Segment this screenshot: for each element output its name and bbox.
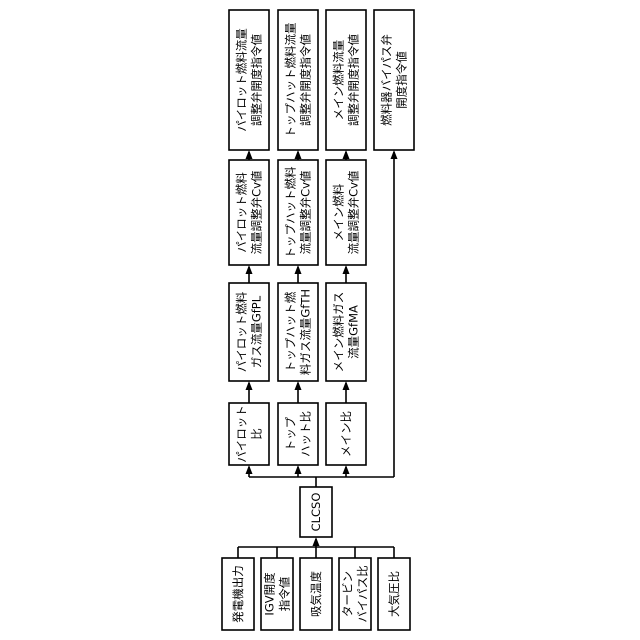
pilot-cv-label-1: パイロット燃料 [235, 172, 249, 253]
clcso-block: CLCSO [300, 487, 332, 537]
arrow-flow-2 [295, 381, 302, 390]
arrow-cmd-1 [246, 150, 253, 159]
pilot-cv-block: パイロット燃料流量調整弁Cv値 [229, 160, 269, 265]
arrow-cv-2 [295, 265, 302, 274]
arrow-flow-1 [246, 381, 253, 390]
pilot-ratio-label-1: パイロット [235, 405, 249, 463]
main-flow-label-2: 流量GfMA [347, 305, 361, 359]
igv-label-2: 指令値 [278, 576, 292, 611]
tophat-ratio-label-2: ハット比 [299, 411, 313, 457]
tophat-cv-block: トップハット燃料流量調整弁Cv値 [278, 160, 318, 265]
generator-label-1: 発電機出力 [231, 565, 245, 623]
pilot-cmd-block: パイロット燃料流量調整弁開度指令値 [229, 10, 269, 150]
main-ratio-block: メイン比 [326, 403, 366, 465]
tophat-cv-label-1: トップハット燃料 [284, 166, 298, 258]
turbine-bypass-block: タービンバイパス比 [339, 558, 371, 630]
tophat-cmd-label-1: トップハット燃料流量 [284, 23, 298, 138]
pilot-cmd-label-1: パイロット燃料流量 [235, 28, 249, 132]
arrow-flow-3 [343, 381, 350, 390]
arrow-ratio-3 [343, 465, 350, 474]
pilot-cmd-label-2: 調整弁開度指令値 [250, 34, 264, 126]
pilot-flow-label-2: ガス流量GfPL [250, 295, 264, 368]
tophat-cv-label-2: 流量調整弁Cv値 [299, 170, 313, 254]
generator-block: 発電機出力 [222, 558, 254, 630]
pilot-flow-block: パイロット燃料ガス流量GfPL [229, 283, 269, 381]
bypass-cmd-label-1: 燃料器バイパス弁 [380, 34, 394, 126]
main-cmd-label-2: 調整弁開度指令値 [347, 34, 361, 126]
tophat-flow-label-1: トップハット燃 [284, 291, 298, 372]
bypass-cmd-block: 燃料器バイパス弁開度指令値 [374, 10, 414, 150]
arrow-clcso [313, 537, 320, 546]
arrow-cmd-3 [343, 150, 350, 159]
main-cv-label-1: メイン燃料 [332, 183, 346, 241]
arrow-cv-1 [246, 265, 253, 274]
tophat-cmd-block: トップハット燃料流量調整弁開度指令値 [278, 10, 318, 150]
pilot-flow-label-1: パイロット燃料 [235, 291, 249, 372]
tophat-ratio-label-1: トップ [284, 416, 298, 451]
main-cv-label-2: 流量調整弁Cv値 [347, 170, 361, 254]
main-cmd-label-1: メイン燃料流量 [332, 40, 346, 121]
clcso-label-1: CLCSO [309, 493, 323, 532]
arrow-cv-3 [343, 265, 350, 274]
pilot-ratio-label-2: 比 [250, 428, 264, 440]
turbine-bypass-label-2: バイパス比 [356, 565, 370, 622]
diagram-blocks: 発電機出力 IGV開度指令値 吸気温度 タービンバイパス比 大気圧比 CLCSO パイロット… [222, 10, 414, 630]
main-cmd-block: メイン燃料流量調整弁開度指令値 [326, 10, 366, 150]
tophat-flow-block: トップハット燃料ガス流量GfTH [278, 283, 318, 381]
igv-block: IGV開度指令値 [261, 558, 293, 630]
intake-label-1: 吸気温度 [309, 571, 323, 617]
atmos-label-1: 大気圧比 [387, 571, 401, 617]
tophat-cmd-label-2: 調整弁開度指令値 [299, 34, 313, 126]
arrow-ratio-1 [246, 465, 253, 474]
arrow-ratio-2 [295, 465, 302, 474]
main-cv-block: メイン燃料流量調整弁Cv値 [326, 160, 366, 265]
atmos-block: 大気圧比 [378, 558, 410, 630]
pilot-ratio-block: パイロット比 [229, 403, 269, 465]
turbine-bypass-label-1: タービン [341, 571, 355, 617]
tophat-flow-label-2: 料ガス流量GfTH [299, 289, 313, 375]
arrow-cmd-2 [295, 150, 302, 159]
arrow-bypass [391, 150, 398, 159]
main-ratio-label-1: メイン比 [339, 411, 353, 457]
bypass-cmd-label-2: 開度指令値 [395, 51, 409, 109]
igv-label-1: IGV開度 [263, 572, 277, 616]
intake-block: 吸気温度 [300, 558, 332, 630]
main-flow-label-1: メイン燃料ガス [332, 292, 346, 373]
main-flow-block: メイン燃料ガス流量GfMA [326, 283, 366, 381]
tophat-ratio-block: トップハット比 [278, 403, 318, 465]
pilot-cv-label-2: 流量調整弁Cv値 [250, 170, 264, 254]
